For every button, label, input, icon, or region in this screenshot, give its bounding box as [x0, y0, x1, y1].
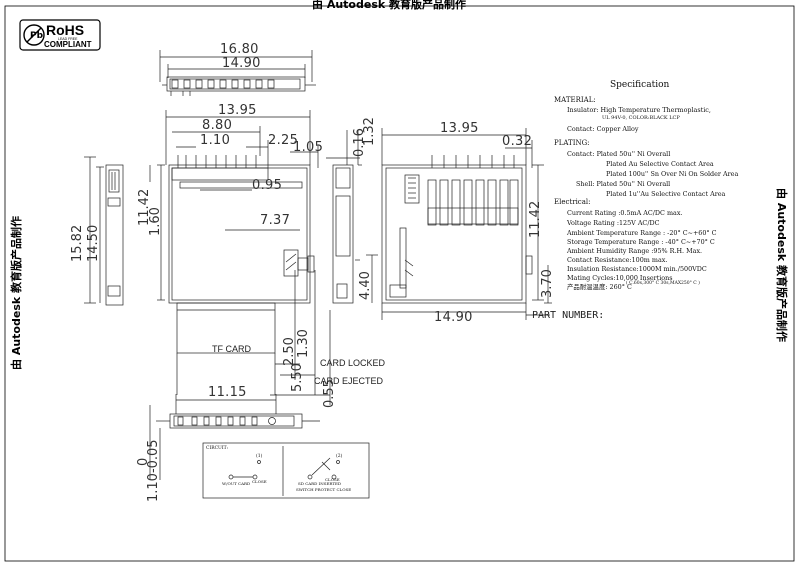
dim-1-05: 1.05 — [293, 140, 324, 155]
dim-11-15: 11.15 — [208, 385, 247, 400]
label-part-number: PART NUMBER: — [532, 310, 605, 321]
circuit-right-label: SD CARD INSERTED — [298, 481, 342, 486]
dim-1-10: 1.10 — [200, 133, 231, 148]
label-card-locked: CARD LOCKED — [320, 358, 386, 368]
circuit-num2: (2) — [336, 454, 343, 459]
dim-1-10-minus-0-05: 1.10-0.05 — [146, 439, 161, 502]
dim-16-80: 16.80 — [220, 42, 259, 57]
dim-14-50: 14.50 — [86, 224, 101, 262]
dim-5-50: 5.50 — [290, 363, 305, 392]
dim-7-37: 7.37 — [260, 213, 291, 228]
circuit-right-label3: CLOSE — [325, 477, 340, 482]
dim-0-95: 0.95 — [252, 178, 283, 193]
dim-14-90-back: 14.90 — [434, 310, 473, 325]
dim-1-32: 1.32 — [362, 117, 377, 146]
spec-elec-3: Ambient Temperature Range : -20° C~+60° … — [567, 229, 717, 237]
spec-plating-3: Plated 100u'' Sn Over Ni On Solder Area — [606, 170, 739, 178]
spec-elec-5: Ambient Humidity Range :95% R.H. Max. — [567, 247, 703, 255]
circuit-left-label: W/OUT CARD — [222, 481, 251, 486]
spec-elec-1: Current Rating :0.5mA AC/DC max. — [567, 209, 683, 217]
spec-elec-2: Voltage Rating :125V AC/DC — [567, 219, 660, 227]
spec-plating-heading: PLATING: — [554, 139, 590, 147]
spec-elec-4: Storage Temperature Range : -40° C~+70° … — [567, 238, 715, 246]
label-card-ejected: CARD EJECTED — [314, 376, 384, 386]
spec-insulator: Insulator: High Temperature Thermoplasti… — [567, 106, 711, 114]
spec-plating-1: Contact: Plated 50u'' Ni Overall — [567, 150, 671, 158]
circuit-title: CIRCUIT: — [206, 446, 228, 451]
watermark-top: 由 Autodesk 教育版产品制作 — [312, 0, 467, 11]
spec-title: Specification — [610, 80, 670, 90]
rohs-small: LEAD FREE — [58, 37, 78, 41]
dim-1-60: 1.60 — [148, 207, 163, 236]
spec-plating-5: Plated 1u''Au Selective Contact Area — [606, 190, 726, 198]
circuit-right-label2: SWITCH PROTECT CLOSE — [296, 487, 352, 492]
spec-plating-2: Plated Au Selective Contact Area — [606, 160, 714, 168]
circuit-left-label2: CLOSE — [252, 479, 267, 484]
rohs-title: RoHS — [46, 22, 85, 38]
circuit-num1: (1) — [256, 454, 263, 459]
dim-4-40: 4.40 — [358, 271, 373, 300]
side-view — [326, 130, 362, 304]
dim-3-70: 3.70 — [540, 269, 555, 298]
dim-13-95-front: 13.95 — [218, 103, 257, 118]
dim-14-90-top: 14.90 — [222, 56, 261, 71]
rohs-subtitle: COMPLIANT — [44, 40, 92, 49]
spec-electrical-heading: Electrical: — [554, 198, 591, 206]
spec-elec-8: Mating Cycles:10,000 Insertions — [567, 274, 673, 282]
bottom-view — [149, 394, 320, 480]
label-tf-card: TF CARD — [212, 344, 251, 354]
spec-elec-9b: ( C.60s,300° C 30s,MAX250° C ) — [626, 281, 700, 286]
dim-13-95-back: 13.95 — [440, 121, 479, 136]
circuit-diagram — [202, 442, 370, 499]
dim-2-25: 2.25 — [268, 133, 299, 148]
top-view — [159, 50, 316, 96]
spec-elec-9: 产品耐温温度: 260° C — [567, 283, 632, 291]
dim-15-82: 15.82 — [70, 224, 85, 262]
spec-plating-4: Shell: Plated 50u'' Ni Overall — [576, 180, 671, 188]
dim-1-30: 1.30 — [296, 329, 311, 358]
svg-text:Pb: Pb — [30, 31, 44, 41]
dim-2-50: 2.50 — [282, 337, 297, 366]
dim-8-80: 8.80 — [202, 118, 233, 133]
spec-elec-7: Insulation Resistance:1000M min./500VDC — [567, 265, 707, 273]
watermark-right: 由 Autodesk 教育版产品制作 — [775, 188, 788, 343]
watermark-left: 由 Autodesk 教育版产品制作 — [10, 215, 23, 370]
outer-frame — [4, 5, 795, 562]
spec-material-heading: MATERIAL: — [554, 96, 596, 104]
front-view — [84, 110, 331, 405]
rohs-logo: Pb — [19, 19, 101, 51]
spec-contact: Contact: Copper Alloy — [567, 125, 639, 133]
dim-11-42-right: 11.42 — [528, 200, 543, 238]
spec-elec-6: Contact Resistance:100m max. — [567, 256, 668, 264]
back-view — [366, 128, 552, 320]
dim-0-32: 0.32 — [502, 134, 533, 149]
spec-insulator2: UL 94V-0, COLOR:BLACK LCP — [602, 115, 680, 121]
